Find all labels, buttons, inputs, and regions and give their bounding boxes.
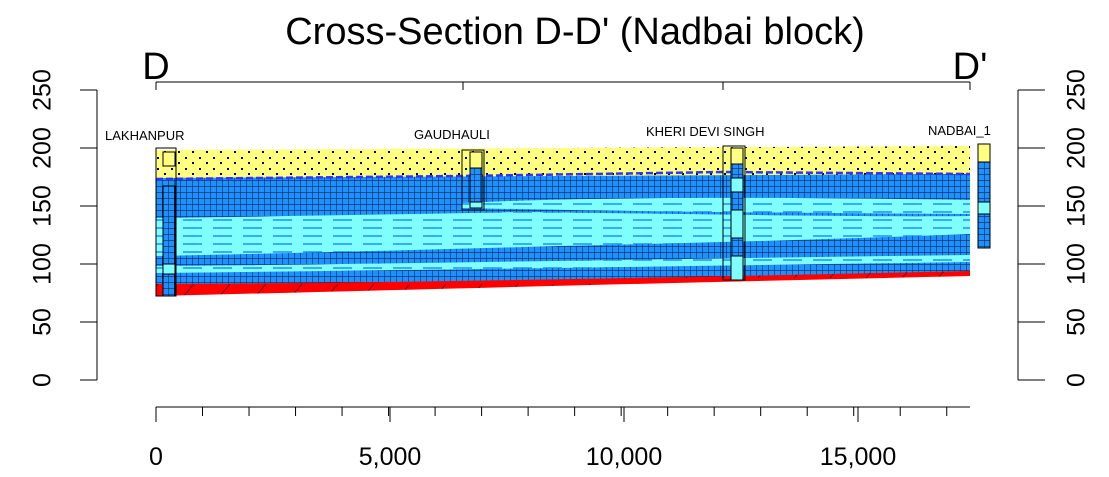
y-tick-left-150: 150 <box>29 185 57 227</box>
y-tick-left-0: 0 <box>29 373 57 387</box>
section-end-label: D' <box>953 46 988 88</box>
boreholes <box>155 143 991 297</box>
x-minor-ticks <box>155 407 948 416</box>
y-axis-left: 0 50 100 150 200 250 <box>29 69 98 387</box>
y-axis-right: 0 50 100 150 200 250 <box>1017 69 1091 387</box>
x-tick-15000: 15,000 <box>820 443 896 471</box>
borehole-lakhanpur <box>155 147 177 297</box>
y-tick-left-100: 100 <box>29 243 57 285</box>
section-body <box>155 146 971 296</box>
section-start-label: D <box>142 46 169 88</box>
chart-title: Cross-Section D-D' (Nadbai block) <box>285 11 865 53</box>
x-tick-0: 0 <box>149 443 163 471</box>
sand-lens-lower <box>156 255 970 273</box>
water-table-line <box>155 170 971 181</box>
y-tick-right-0: 0 <box>1063 373 1091 387</box>
x-axis: 0 5,000 10,000 15,000 <box>149 406 970 471</box>
y-tick-right-50: 50 <box>1063 308 1091 336</box>
y-tick-left-200: 200 <box>29 127 57 169</box>
y-tick-left-50: 50 <box>29 308 57 336</box>
borehole-kheri-devi-singh <box>722 145 746 281</box>
x-tick-5000: 5,000 <box>359 443 422 471</box>
x-tick-10000: 10,000 <box>586 443 662 471</box>
borehole-gaudhauli <box>461 149 485 211</box>
top-axis <box>155 81 971 90</box>
y-tick-right-200: 200 <box>1063 127 1091 169</box>
well-label-kheri-devi-singh: KHERI DEVI SINGH <box>646 124 764 139</box>
bedrock-layer <box>156 271 970 296</box>
well-label-lakhanpur: LAKHANPUR <box>105 128 184 143</box>
well-label-gaudhauli: GAUDHAULI <box>414 127 490 142</box>
borehole-nadbai-1 <box>977 143 991 249</box>
y-tick-left-250: 250 <box>29 69 57 111</box>
sand-lens-upper <box>462 197 970 214</box>
well-label-nadbai-1: NADBAI_1 <box>928 123 991 138</box>
sand-lens-main <box>156 212 970 256</box>
y-tick-right-150: 150 <box>1063 185 1091 227</box>
y-tick-right-250: 250 <box>1063 69 1091 111</box>
y-tick-right-100: 100 <box>1063 243 1091 285</box>
